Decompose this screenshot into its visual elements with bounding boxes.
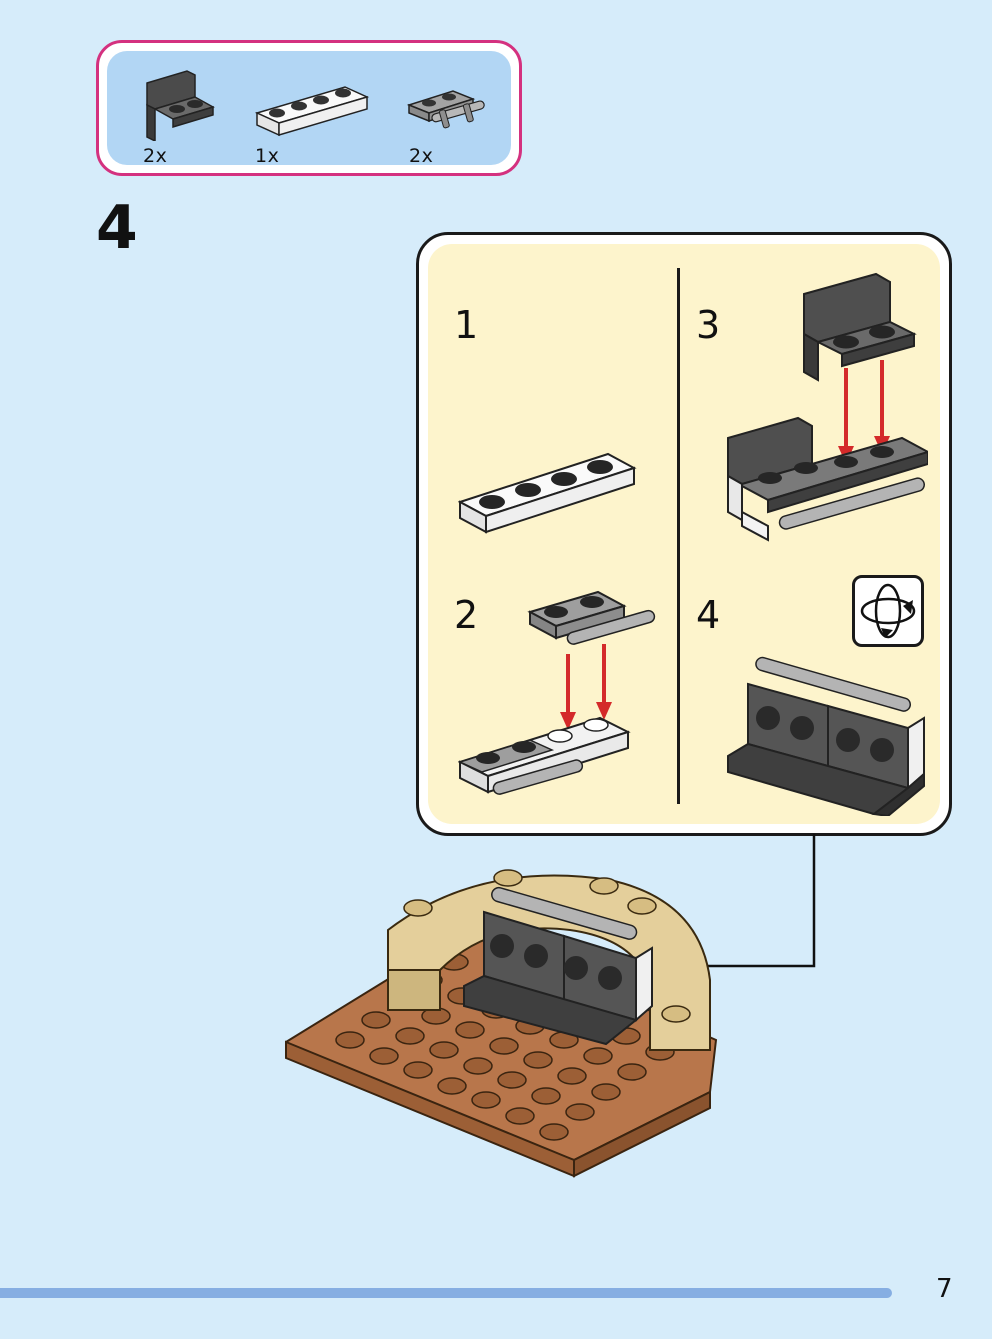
parts-list-box: 2x 1x 2x [96, 40, 522, 176]
substep-number-2: 2 [454, 593, 479, 637]
callout-divider [677, 268, 680, 804]
substep-4-rotated-assembly-illustration [727, 656, 925, 816]
sub-assembly-callout: 1 2 3 4 [416, 232, 952, 836]
substep-number-3: 3 [696, 303, 721, 347]
part-white-plate [255, 73, 371, 145]
callout-panel: 1 2 3 4 [428, 244, 940, 824]
rotate-arrows-icon [860, 583, 916, 639]
main-model-illustration [285, 869, 718, 1178]
substep-2-clip-attach-illustration [458, 590, 656, 795]
white-plate-1x4-icon [255, 86, 370, 137]
part-dark-bracket [139, 61, 219, 141]
step-number: 4 [96, 193, 138, 263]
page-number: 7 [936, 1274, 953, 1304]
footer-progress-bar [0, 1288, 892, 1298]
rotate-model-icon [852, 575, 924, 647]
gray-clip-plate-1x2-icon [407, 90, 485, 129]
substep-1-white-plate-illustration [458, 452, 637, 534]
part-count-white-plate: 1x [255, 145, 280, 167]
part-gray-clip-plate [407, 81, 491, 141]
part-count-clip-plate: 2x [409, 145, 434, 167]
parts-list-inner: 2x 1x 2x [107, 51, 511, 167]
substep-3-bracket-attach-illustration [727, 272, 928, 542]
substep-number-1: 1 [454, 303, 479, 347]
dark-gray-bracket-1x2-icon [146, 70, 215, 141]
part-count-bracket: 2x [143, 145, 168, 167]
substep-number-4: 4 [696, 593, 721, 637]
